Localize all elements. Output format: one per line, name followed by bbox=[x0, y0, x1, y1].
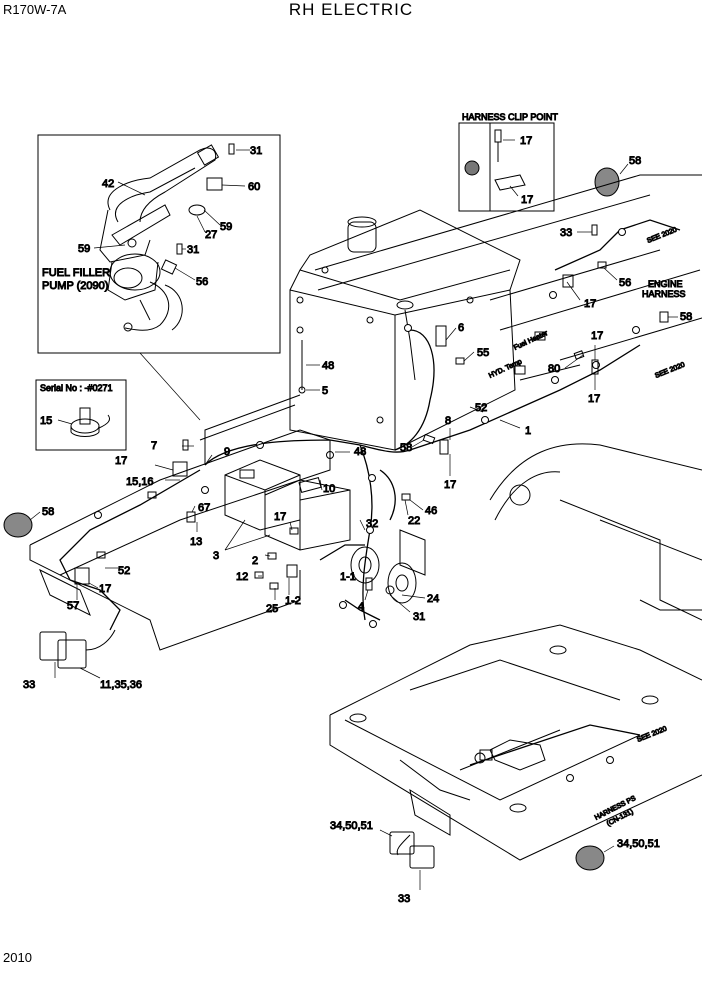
inset-fuel-pump-frame bbox=[37, 134, 281, 354]
callout: 7 bbox=[151, 440, 157, 452]
callout: 15,16 bbox=[126, 476, 154, 488]
callout: 55 bbox=[477, 347, 489, 359]
mounting-pad-symbols bbox=[3, 163, 629, 871]
callout: 24 bbox=[427, 593, 439, 605]
fuel-pump-label-line2: PUMP (2090) bbox=[42, 280, 108, 292]
callout: 10 bbox=[323, 483, 335, 495]
callout: 46 bbox=[425, 505, 437, 517]
callout: 34,50,51 bbox=[330, 820, 373, 832]
fuel-heater-tag: Fuel Heater bbox=[513, 330, 550, 352]
upper-frame-rail bbox=[314, 174, 702, 381]
callout: 33 bbox=[398, 893, 410, 905]
callout: 80 bbox=[548, 363, 560, 375]
fuel-pump-label-line1: FUEL FILLER bbox=[42, 267, 110, 279]
callout: 4 bbox=[358, 601, 364, 613]
see-ref-top: SEE 2020 bbox=[646, 227, 678, 245]
callout: 13 bbox=[190, 536, 202, 548]
key-switch-drawing bbox=[57, 407, 111, 437]
callout: 3 bbox=[213, 550, 219, 562]
callout: 52 bbox=[475, 402, 487, 414]
callout: 59 bbox=[220, 221, 232, 233]
engine-harness-line1: ENGINE bbox=[648, 279, 683, 289]
callout: 17 bbox=[521, 194, 533, 206]
callout: 17 bbox=[444, 479, 456, 491]
callout: 2 bbox=[252, 555, 258, 567]
page-number: 2010 bbox=[3, 950, 32, 965]
small-fasteners bbox=[74, 224, 669, 761]
callout: 25 bbox=[266, 603, 278, 615]
clip-inset-title: HARNESS CLIP POINT bbox=[462, 112, 558, 122]
callout: 17 bbox=[115, 455, 127, 467]
callout: 1-1 bbox=[340, 571, 356, 583]
callout: 31 bbox=[413, 611, 425, 623]
callout: 17 bbox=[591, 330, 603, 342]
callout: 1-2 bbox=[285, 595, 301, 607]
callout: 32 bbox=[366, 518, 378, 530]
callout: 48 bbox=[354, 446, 366, 458]
fuel-pump-drawing bbox=[99, 143, 235, 332]
callout: 6 bbox=[458, 322, 464, 334]
page-title: RH ELECTRIC bbox=[288, 0, 414, 19]
callout-leaders bbox=[76, 231, 678, 890]
model-code: R170W-7A bbox=[3, 2, 67, 17]
callout: 15 bbox=[40, 415, 52, 427]
callout: 33 bbox=[560, 227, 572, 239]
callout: 17 bbox=[520, 135, 532, 147]
horn-drawing bbox=[350, 529, 426, 604]
callout: 67 bbox=[198, 502, 210, 514]
callout: 59 bbox=[78, 243, 90, 255]
part-callouts: 31 42 60 27 59 59 31 56 15 17 17 58 33 1… bbox=[23, 135, 693, 906]
callout: 60 bbox=[248, 181, 260, 193]
callout: 58 bbox=[680, 311, 692, 323]
callout: 56 bbox=[619, 277, 631, 289]
callout: 11,35,36 bbox=[100, 679, 142, 691]
lower-right-frame bbox=[329, 624, 702, 869]
callout: 58 bbox=[629, 155, 641, 167]
callout: 5 bbox=[322, 385, 328, 397]
callout: 17 bbox=[588, 393, 600, 405]
see-ref-mid: SEE 2020 bbox=[654, 362, 686, 380]
right-upper-structure bbox=[489, 443, 702, 621]
callout: 56 bbox=[196, 276, 208, 288]
fuel-pump-leaders bbox=[93, 149, 250, 421]
callout: 58 bbox=[42, 506, 54, 518]
serial-inset-title: Serial No : -#0271 bbox=[40, 383, 113, 393]
callout: 8 bbox=[445, 415, 451, 427]
callout: 42 bbox=[102, 178, 114, 190]
engine-harness-line2: HARNESS bbox=[642, 289, 686, 299]
callout: 17 bbox=[99, 583, 111, 595]
callout: 33 bbox=[23, 679, 35, 691]
left-lamp-drawing bbox=[39, 629, 116, 679]
inset-clip-frame bbox=[458, 122, 555, 212]
callout: 17 bbox=[584, 298, 596, 310]
inset-labels: FUEL FILLER PUMP (2090) Serial No : -#02… bbox=[40, 112, 687, 829]
callout: 57 bbox=[67, 600, 79, 612]
inset-serial-frame bbox=[35, 379, 127, 451]
callout: 31 bbox=[250, 145, 262, 157]
callout: 34,50,51 bbox=[617, 838, 660, 850]
callout: 27 bbox=[205, 229, 217, 241]
callout: 52 bbox=[118, 565, 130, 577]
hyd-temp-tag: HYD. Temp bbox=[488, 358, 523, 379]
callout: 48 bbox=[322, 360, 334, 372]
callout: 9 bbox=[224, 446, 230, 458]
callout: 17 bbox=[274, 511, 286, 523]
callout: 12 bbox=[236, 571, 248, 583]
harness-clips bbox=[94, 228, 640, 628]
callout: 31 bbox=[187, 244, 199, 256]
see-ref-bottom: SEE 2020 bbox=[636, 726, 668, 744]
clip-drawing bbox=[464, 129, 526, 197]
callout: 58 bbox=[400, 442, 412, 454]
left-frame-drawing bbox=[29, 394, 351, 651]
callout: 1 bbox=[525, 425, 531, 437]
callout: 22 bbox=[408, 515, 420, 527]
